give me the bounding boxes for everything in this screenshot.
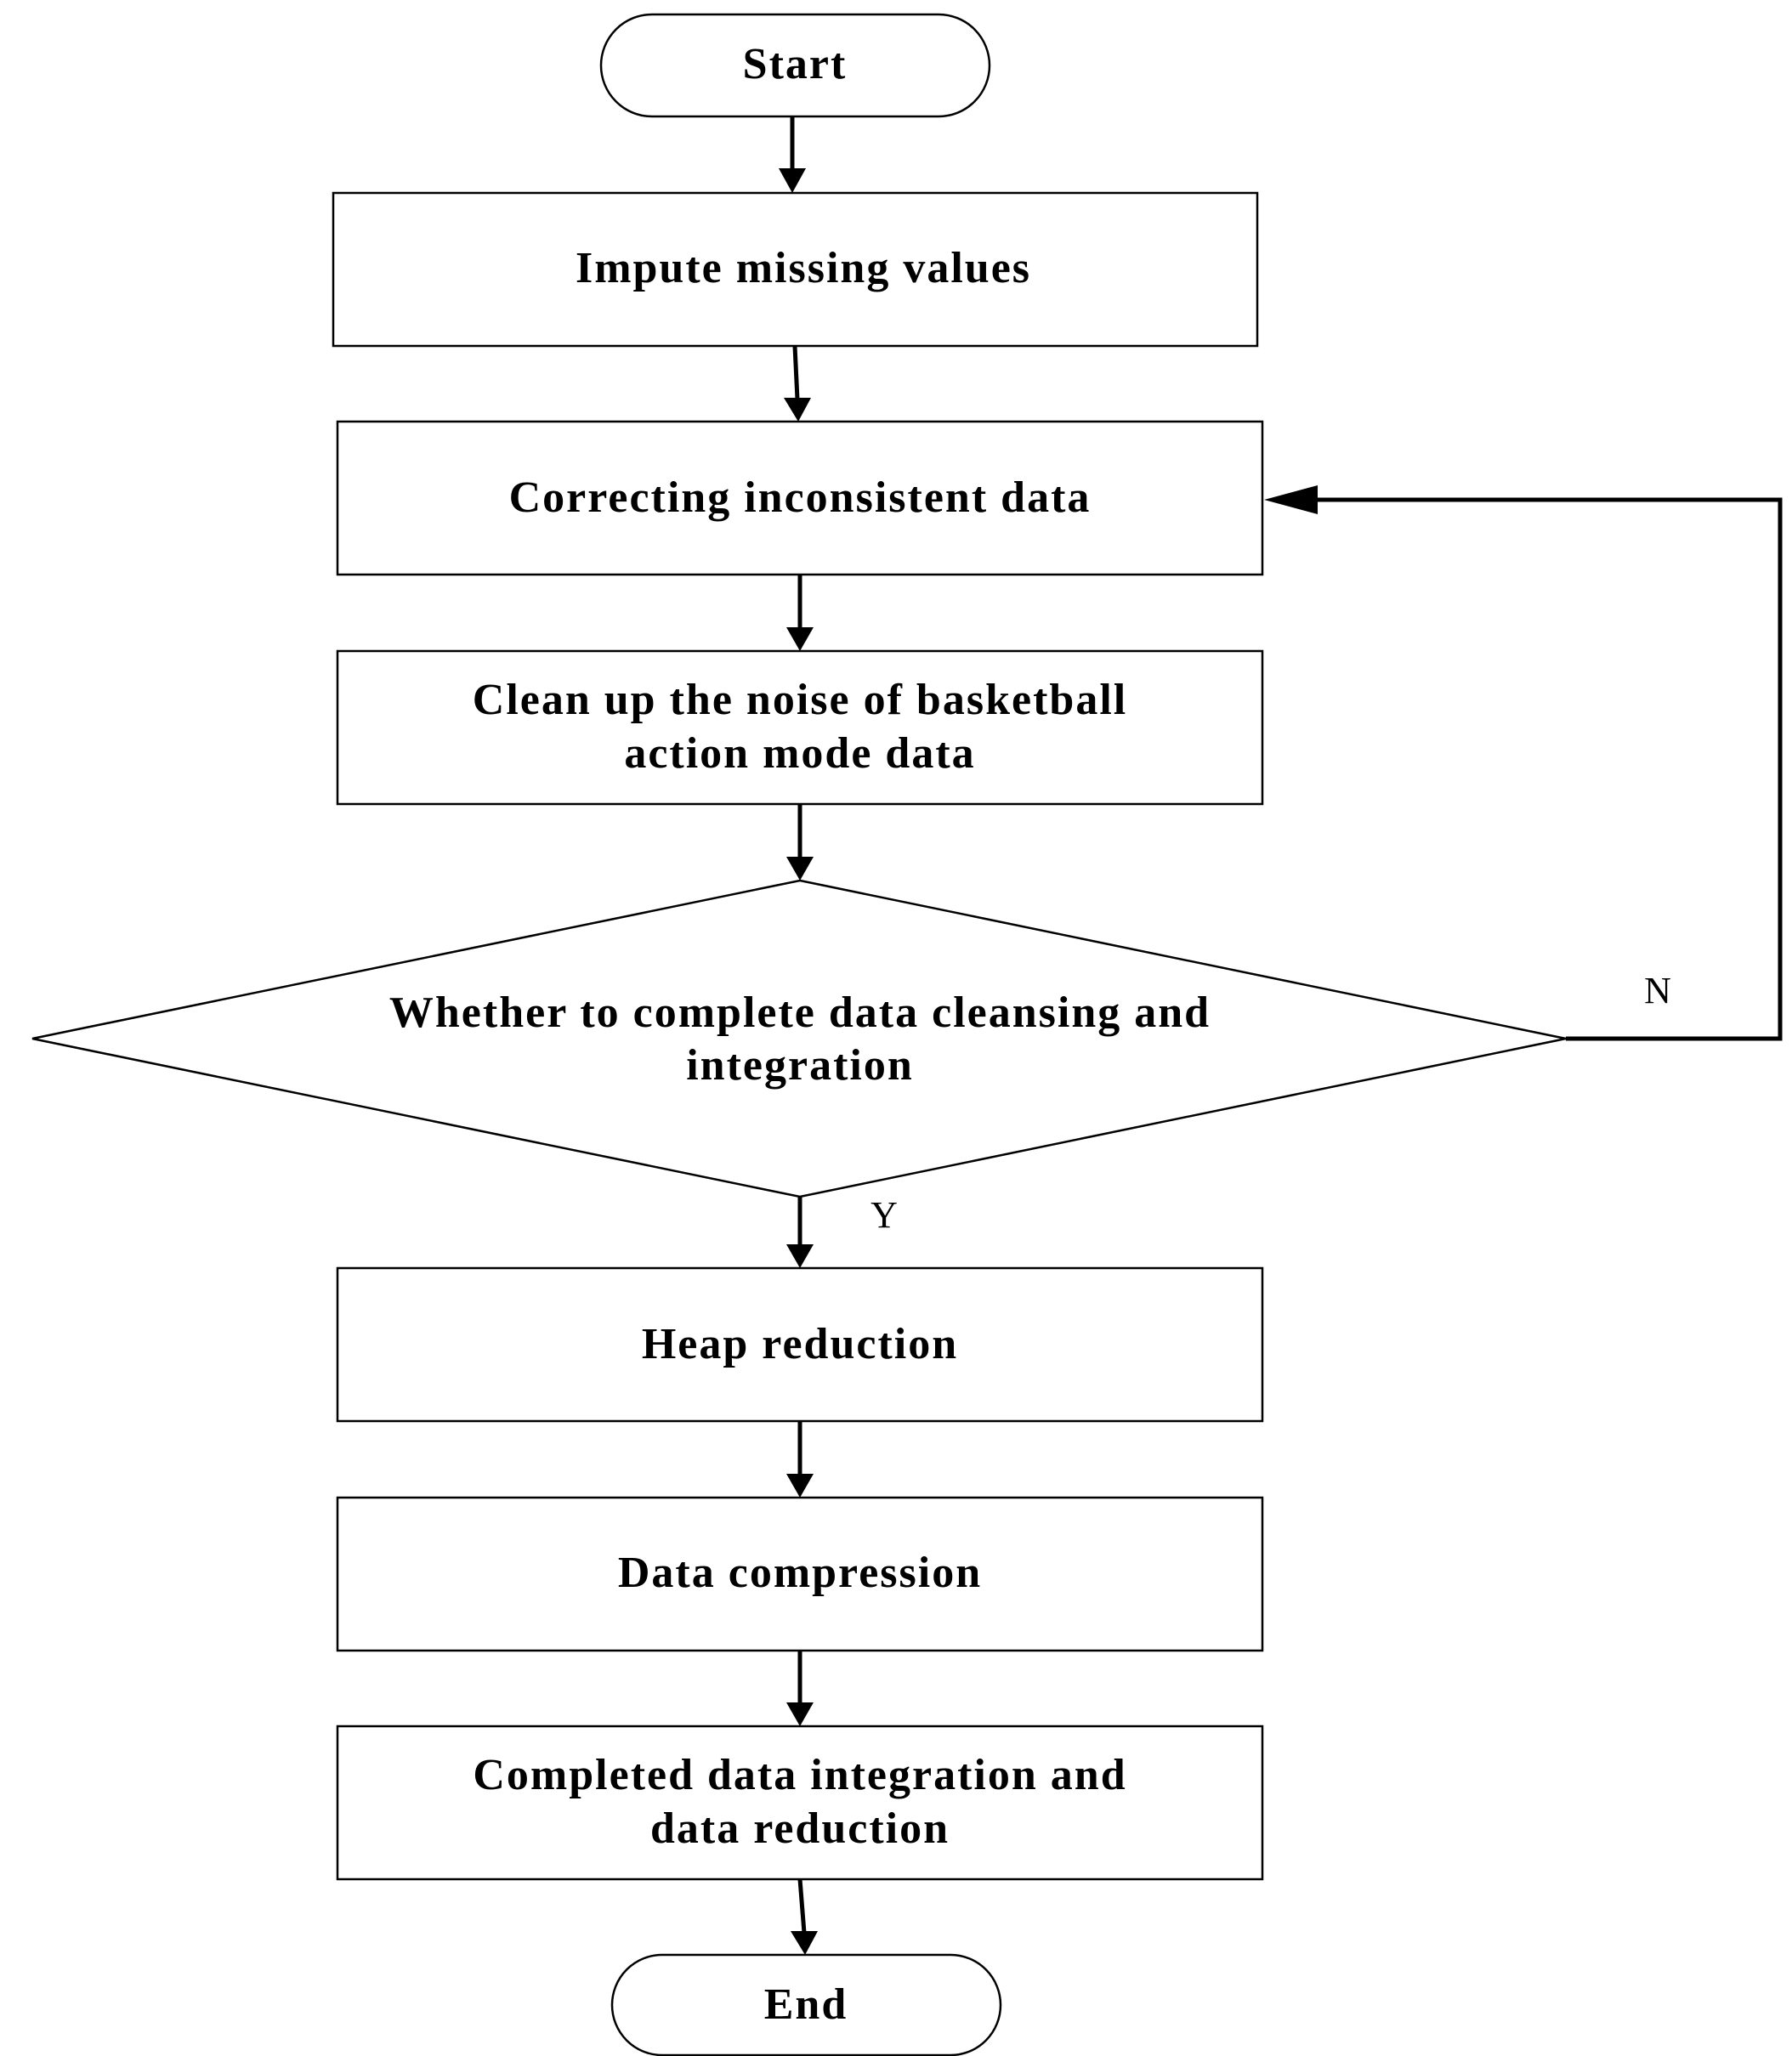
impute-missing-values-box — [332, 191, 1259, 348]
completed-integration-label-line1: Completed data integration and — [473, 1751, 1126, 1799]
arrowhead-heap-to-compression — [786, 1474, 814, 1498]
impute-missing-values-label: Impute missing values — [576, 244, 1031, 292]
data-compression-box — [336, 1496, 1264, 1652]
no-branch-label: N — [1644, 970, 1671, 1011]
yes-branch-label: Y — [870, 1194, 898, 1236]
completed-integration-box — [336, 1725, 1264, 1881]
heap-reduction-label: Heap reduction — [642, 1320, 958, 1368]
end-terminal — [610, 1953, 1002, 2056]
completed-integration-label-line2: data reduction — [650, 1804, 950, 1853]
arrowhead-compression-to-completed — [786, 1702, 814, 1726]
arrow-completed-to-end — [797, 1878, 807, 1934]
data-compression-label: Data compression — [618, 1549, 982, 1597]
start-label: Start — [743, 40, 848, 88]
correcting-inconsistent-data-label: Correcting inconsistent data — [509, 473, 1092, 522]
decision-diamond — [31, 879, 1567, 1198]
arrowhead-impute-to-correct — [784, 398, 811, 422]
arrowhead-loop-to-correct — [1264, 485, 1318, 514]
start-terminal — [599, 13, 991, 118]
heap-reduction-box — [336, 1266, 1264, 1423]
arrowhead-correct-to-clean — [786, 627, 814, 651]
arrowhead-start-to-impute — [779, 168, 806, 193]
clean-noise-box — [336, 649, 1264, 806]
arrow-impute-to-correct — [792, 345, 800, 400]
decision-label-line1: Whether to complete data cleansing and — [389, 988, 1211, 1037]
arrowhead-decision-to-heap — [786, 1244, 814, 1268]
arrowhead-clean-to-decision — [786, 857, 814, 881]
end-label: End — [764, 1980, 848, 2029]
clean-noise-label-line1: Clean up the noise of basketball — [473, 676, 1127, 724]
clean-noise-label-line2: action mode data — [624, 729, 975, 778]
decision-label-line2: integration — [686, 1041, 914, 1090]
loop-no-connector — [1292, 497, 1783, 1041]
arrowhead-completed-to-end — [791, 1931, 818, 1955]
